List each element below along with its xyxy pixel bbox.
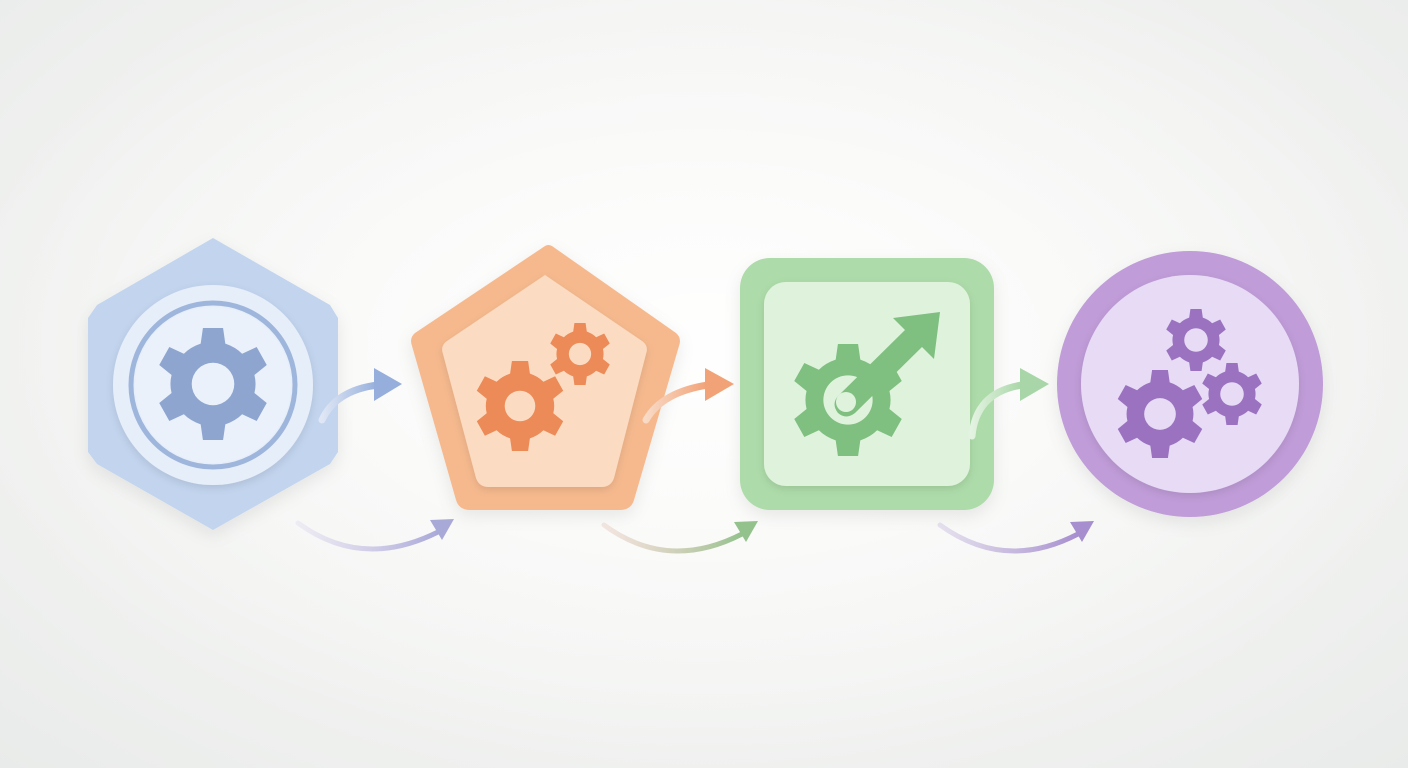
connector-arrow-3-4 xyxy=(968,368,1049,440)
swoosh-arrow-1 xyxy=(295,519,454,552)
connector-arrow-1-2 xyxy=(318,368,402,424)
stage-4-circle xyxy=(1057,251,1323,517)
stage-3-rounded-square xyxy=(740,258,994,510)
stage-2-pentagon xyxy=(411,245,680,510)
swoosh-arrow-3 xyxy=(937,521,1094,554)
swoosh-arrow-2 xyxy=(601,521,758,554)
gear-with-arrow-icon xyxy=(794,312,940,456)
three-gears-icon xyxy=(1117,309,1262,458)
two-gears-icon xyxy=(476,323,610,451)
connector-arrow-2-3 xyxy=(642,368,734,424)
stage-1-hexagon xyxy=(88,238,338,530)
single-gear-icon xyxy=(159,328,267,440)
